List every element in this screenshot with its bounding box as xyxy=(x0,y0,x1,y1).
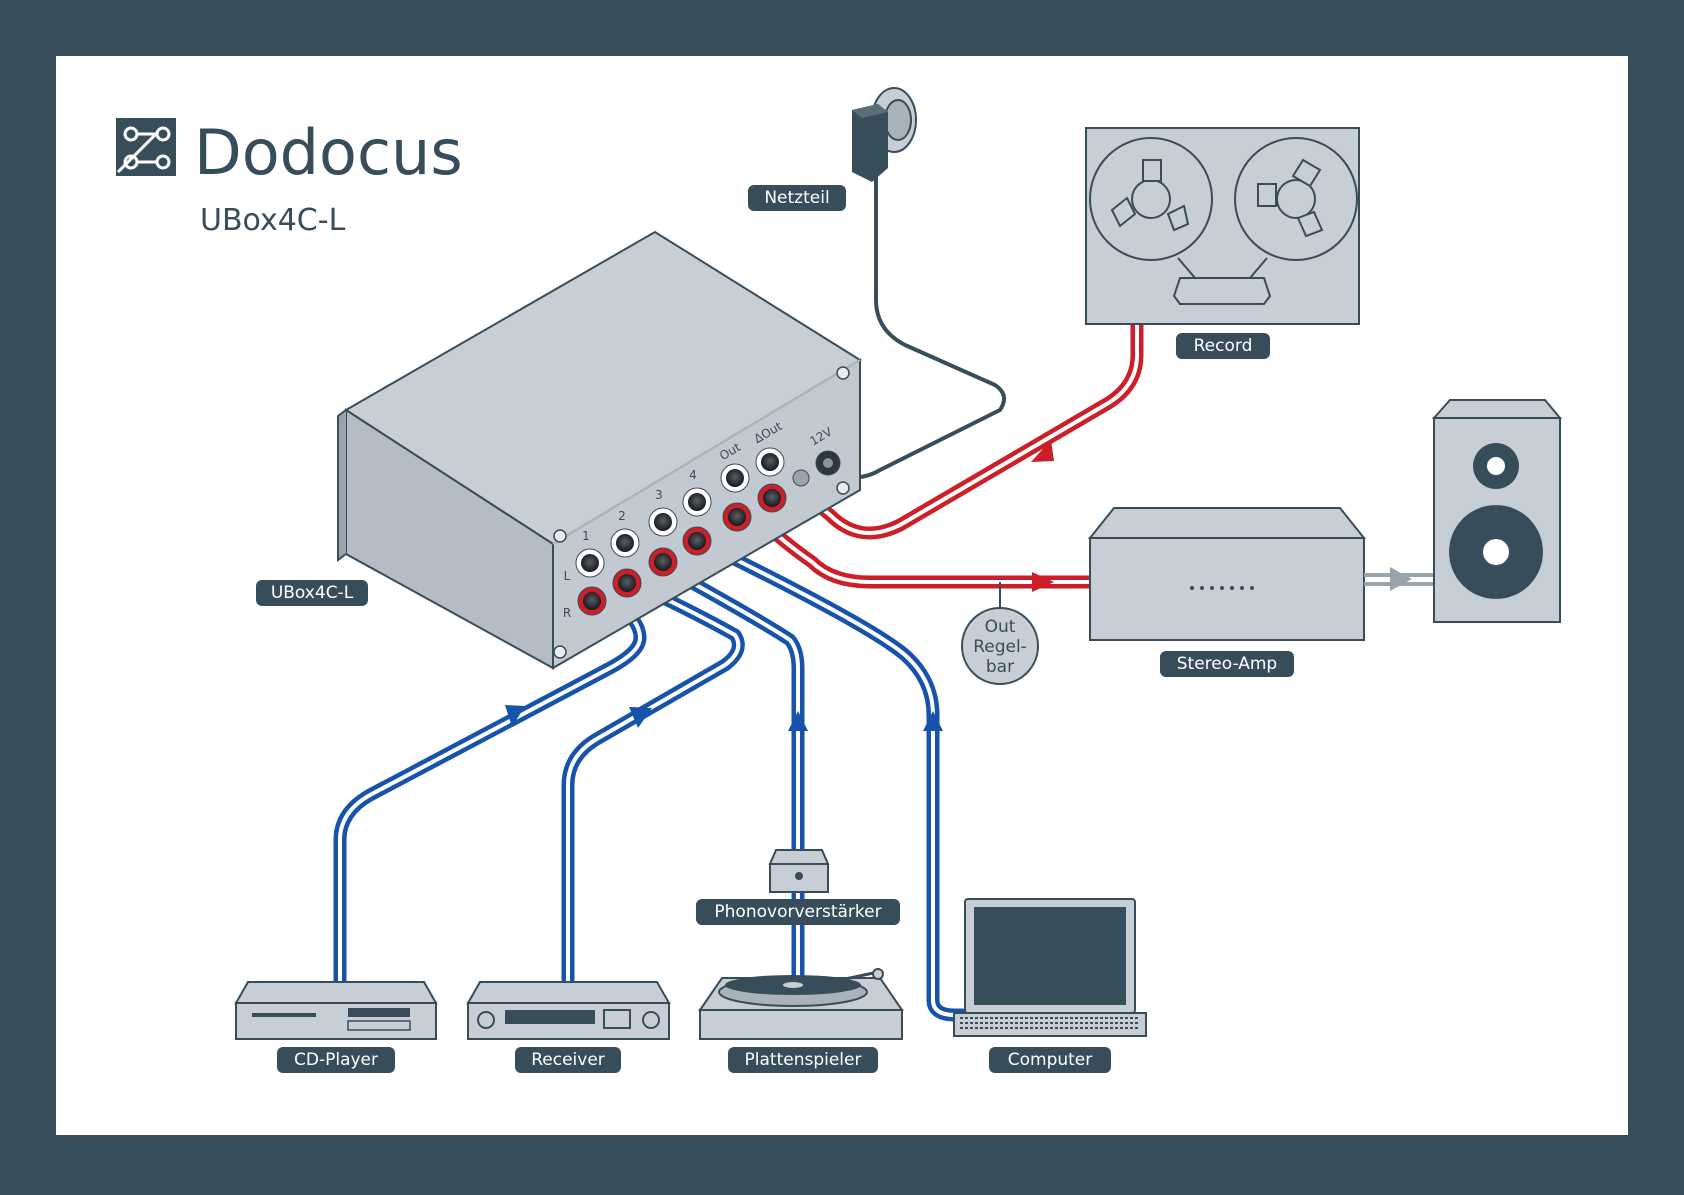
jack-4-L[interactable] xyxy=(682,487,712,517)
out-regelbar-line2: Regel- xyxy=(973,637,1027,657)
jack-out-R[interactable] xyxy=(722,502,752,532)
jack-3-L[interactable] xyxy=(648,507,678,537)
model-name: UBox4C-L xyxy=(200,203,346,238)
cd-player xyxy=(234,981,438,1040)
tag-ubox: UBox4C-L xyxy=(256,580,368,606)
row-label-R: R xyxy=(563,606,571,620)
port-label-1: 1 xyxy=(582,529,590,543)
tag-record-text: Record xyxy=(1194,336,1253,356)
tag-receiver: Receiver xyxy=(515,1047,621,1073)
out-regelbar-line3: bar xyxy=(986,657,1014,677)
row-label-L: L xyxy=(564,569,571,583)
tag-netzteil-text: Netzteil xyxy=(764,188,829,208)
out-regelbar-line1: Out xyxy=(985,617,1016,637)
tag-cd-player-text: CD-Player xyxy=(294,1050,378,1070)
power-jack-12v[interactable] xyxy=(792,450,841,487)
tag-stereo-amp: Stereo-Amp xyxy=(1160,651,1294,677)
arrow-to-stereo-amp xyxy=(1032,572,1054,592)
port-label-3: 3 xyxy=(655,488,663,502)
tag-netzteil: Netzteil xyxy=(748,185,846,211)
tag-phono: Phonovorverstärker xyxy=(696,899,900,925)
tag-computer-text: Computer xyxy=(1008,1050,1093,1070)
port-label-4: 4 xyxy=(689,468,697,482)
tape-recorder xyxy=(1085,127,1360,325)
phono-preamp xyxy=(768,849,830,893)
jack-1-L[interactable] xyxy=(575,548,605,578)
jack-4-R[interactable] xyxy=(682,526,712,556)
arrow-to-record xyxy=(1031,440,1054,462)
jack-out-L[interactable] xyxy=(720,463,750,493)
tag-phono-text: Phonovorverstärker xyxy=(714,902,881,922)
tag-ubox-text: UBox4C-L xyxy=(271,583,354,603)
amp-speaker-link xyxy=(1364,567,1434,591)
receiver xyxy=(466,981,671,1040)
arrow-from-receiver xyxy=(629,707,652,728)
port-label-2: 2 xyxy=(618,509,626,523)
loudspeaker xyxy=(1431,399,1563,623)
dodocus-logo-icon xyxy=(116,118,176,176)
tag-stereo-amp-text: Stereo-Amp xyxy=(1177,654,1277,674)
tag-plattenspieler: Plattenspieler xyxy=(728,1047,878,1073)
jack-2-L[interactable] xyxy=(610,528,640,558)
brand-name: Dodocus xyxy=(194,116,463,189)
jack-2-R[interactable] xyxy=(612,568,642,598)
stereo-amplifier xyxy=(1087,507,1367,641)
ubox-device: 1 2 3 4 Out ΔOut 12V L R xyxy=(337,230,862,670)
laptop-computer xyxy=(953,898,1147,1037)
arrow-from-plattenspieler xyxy=(788,711,808,731)
arrow-from-computer xyxy=(923,711,943,731)
jack-delta-out-R[interactable] xyxy=(757,483,787,513)
turntable xyxy=(698,968,904,1040)
tag-plattenspieler-text: Plattenspieler xyxy=(745,1050,862,1070)
tag-cd-player: CD-Player xyxy=(277,1047,395,1073)
jack-3-R[interactable] xyxy=(648,547,678,577)
power-supply-icon xyxy=(852,87,917,182)
jack-delta-out-L[interactable] xyxy=(755,447,785,477)
tag-computer: Computer xyxy=(989,1047,1111,1073)
tag-receiver-text: Receiver xyxy=(531,1050,605,1070)
out-regelbar-badge: Out Regel- bar xyxy=(961,607,1039,685)
arrow-from-cd-player xyxy=(505,705,525,727)
tag-record: Record xyxy=(1176,333,1270,359)
jack-1-R[interactable] xyxy=(577,586,607,616)
